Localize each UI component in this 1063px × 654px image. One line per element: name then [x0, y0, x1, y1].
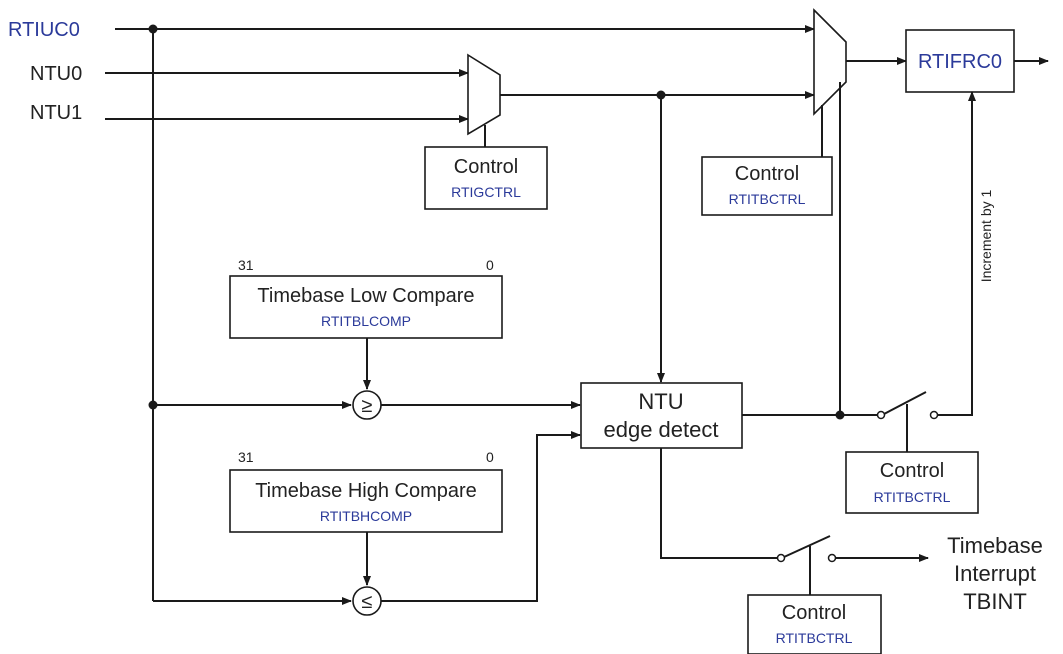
output-label-line1: Timebase	[947, 533, 1043, 558]
mux-clock-select	[813, 8, 847, 116]
bit-lsb-label: 0	[486, 449, 494, 465]
control-register-rtigctrl: RTIGCTRL	[451, 184, 521, 200]
control-title: Control	[782, 602, 846, 624]
wire-edge-to-switch2	[660, 448, 778, 559]
junction-dot	[148, 24, 158, 34]
wire-switch1-to-rtifrc0	[938, 91, 976, 416]
control-register-rtitbctrl: RTITBCTRL	[776, 630, 853, 646]
control-box-rtitbctrl-switch2	[747, 594, 882, 654]
comparator-le-symbol: ≤	[362, 591, 373, 613]
mux-ntu-select	[467, 53, 501, 136]
input-label-ntu0: NTU0	[30, 63, 82, 85]
control-register-rtitbctrl: RTITBCTRL	[729, 191, 806, 207]
timebase-low-compare-box	[229, 275, 503, 339]
bit-msb-label: 31	[238, 449, 254, 465]
control-register-rtitbctrl: RTITBCTRL	[874, 489, 951, 505]
switch1-blade	[883, 391, 927, 415]
control-box-rtitbctrl-switch1	[845, 451, 979, 514]
switch1-contact-in	[876, 410, 886, 420]
timebase-low-compare-register: RTITBLCOMP	[321, 313, 411, 329]
control-box-rtitbctrl-mux	[701, 156, 833, 216]
timebase-low-compare-title: Timebase Low Compare	[257, 285, 474, 307]
control-box-rtigctrl	[424, 146, 548, 210]
control-title: Control	[880, 460, 944, 482]
comparator-ge-symbol: ≥	[362, 395, 373, 417]
ntu-edge-detect-line1: NTU	[638, 389, 683, 414]
timebase-high-compare-box	[229, 469, 503, 533]
control-title: Control	[454, 156, 518, 178]
timebase-high-compare-register: RTITBHCOMP	[320, 508, 412, 524]
junction-dot	[835, 410, 845, 420]
control-title: Control	[735, 163, 799, 185]
switch2-contact-out	[827, 553, 837, 563]
bit-msb-label: 31	[238, 257, 254, 273]
bit-lsb-label: 0	[486, 257, 494, 273]
input-label-ntu1: NTU1	[30, 102, 82, 124]
switch2-blade	[783, 535, 831, 558]
output-label-line2: Interrupt	[954, 561, 1036, 586]
output-label-line3: TBINT	[963, 589, 1027, 614]
counter-label-rtifrc0: RTIFRC0	[918, 51, 1002, 73]
switch2-contact-in	[776, 553, 786, 563]
timebase-high-compare-title: Timebase High Compare	[255, 480, 477, 502]
wire-le-to-edge-detect	[381, 431, 581, 602]
increment-by-1-label: Increment by 1	[978, 189, 994, 282]
input-label-rtiuc0: RTIUC0	[8, 19, 80, 41]
switch1-contact-out	[929, 410, 939, 420]
ntu-edge-detect-line2: edge detect	[604, 417, 719, 442]
